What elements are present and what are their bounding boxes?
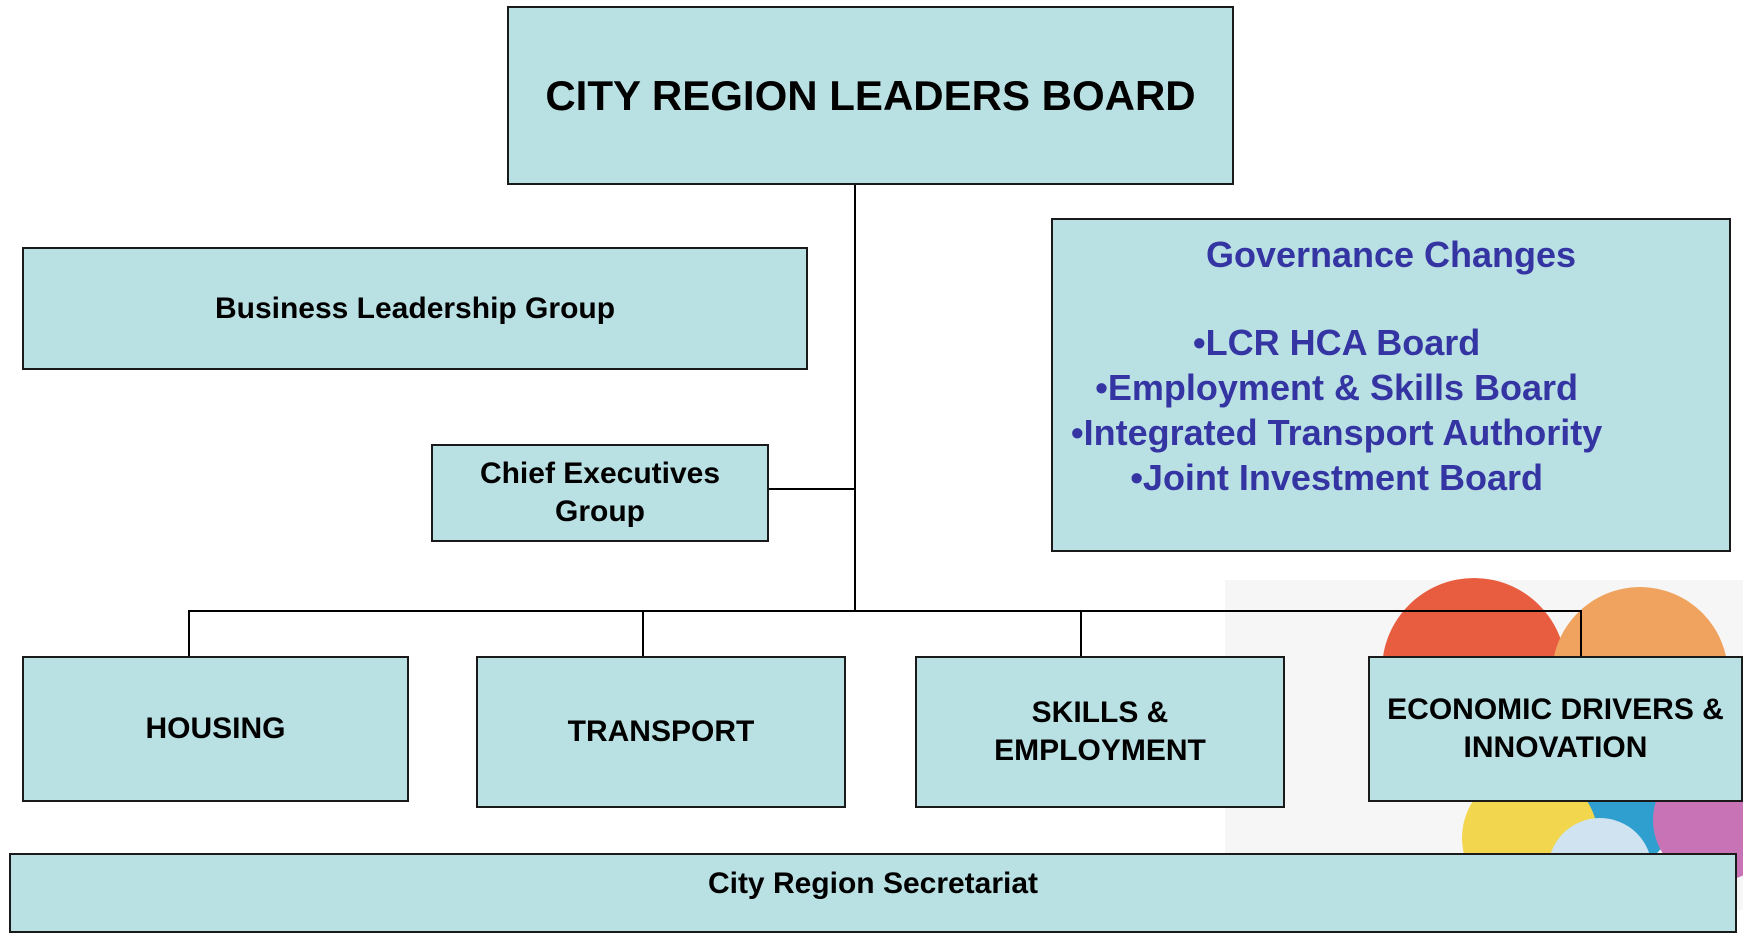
governance-item: Integrated Transport Authority: [1071, 410, 1603, 455]
governance-item: Employment & Skills Board: [1071, 365, 1602, 410]
governance-item: LCR HCA Board: [1071, 320, 1602, 365]
economic-drivers-innovation-label: ECONOMIC DRIVERS & INNOVATION: [1387, 693, 1724, 764]
governance-changes-box: Governance Changes LCR HCA Board Employm…: [1051, 218, 1731, 552]
transport-box: TRANSPORT: [476, 656, 846, 808]
transport-label: TRANSPORT: [567, 715, 755, 748]
skills-employment-box: SKILLS & EMPLOYMENT: [915, 656, 1285, 808]
governance-changes-title: Governance Changes: [1205, 234, 1577, 275]
connector-economic: [1580, 610, 1582, 657]
city-region-secretariat-box: City Region Secretariat: [9, 853, 1737, 933]
city-region-secretariat-label: City Region Secretariat: [707, 867, 1039, 900]
business-leadership-group-label: Business Leadership Group: [214, 291, 616, 325]
connector-transport: [642, 610, 644, 661]
chief-executives-group-label: Chief Executives Group: [479, 457, 721, 528]
city-region-leaders-board-label: CITY REGION LEADERS BOARD: [545, 71, 1196, 119]
connector-board-trunk: [854, 185, 856, 612]
business-leadership-group-box: Business Leadership Group: [22, 247, 808, 370]
chief-executives-group-box: Chief Executives Group: [431, 444, 769, 542]
governance-changes-list: LCR HCA Board Employment & Skills Board …: [1071, 320, 1603, 500]
connector-skills: [1080, 610, 1082, 657]
housing-box: HOUSING: [22, 656, 409, 802]
governance-item: Joint Investment Board: [1071, 455, 1602, 500]
connector-horizontal-bus: [188, 610, 1582, 612]
city-region-leaders-board-box: CITY REGION LEADERS BOARD: [507, 6, 1234, 185]
economic-drivers-innovation-box: ECONOMIC DRIVERS & INNOVATION: [1368, 656, 1743, 802]
housing-label: HOUSING: [145, 712, 286, 745]
skills-employment-label: SKILLS & EMPLOYMENT: [994, 696, 1206, 767]
connector-chief-exec: [766, 488, 856, 490]
connector-housing: [188, 610, 190, 657]
